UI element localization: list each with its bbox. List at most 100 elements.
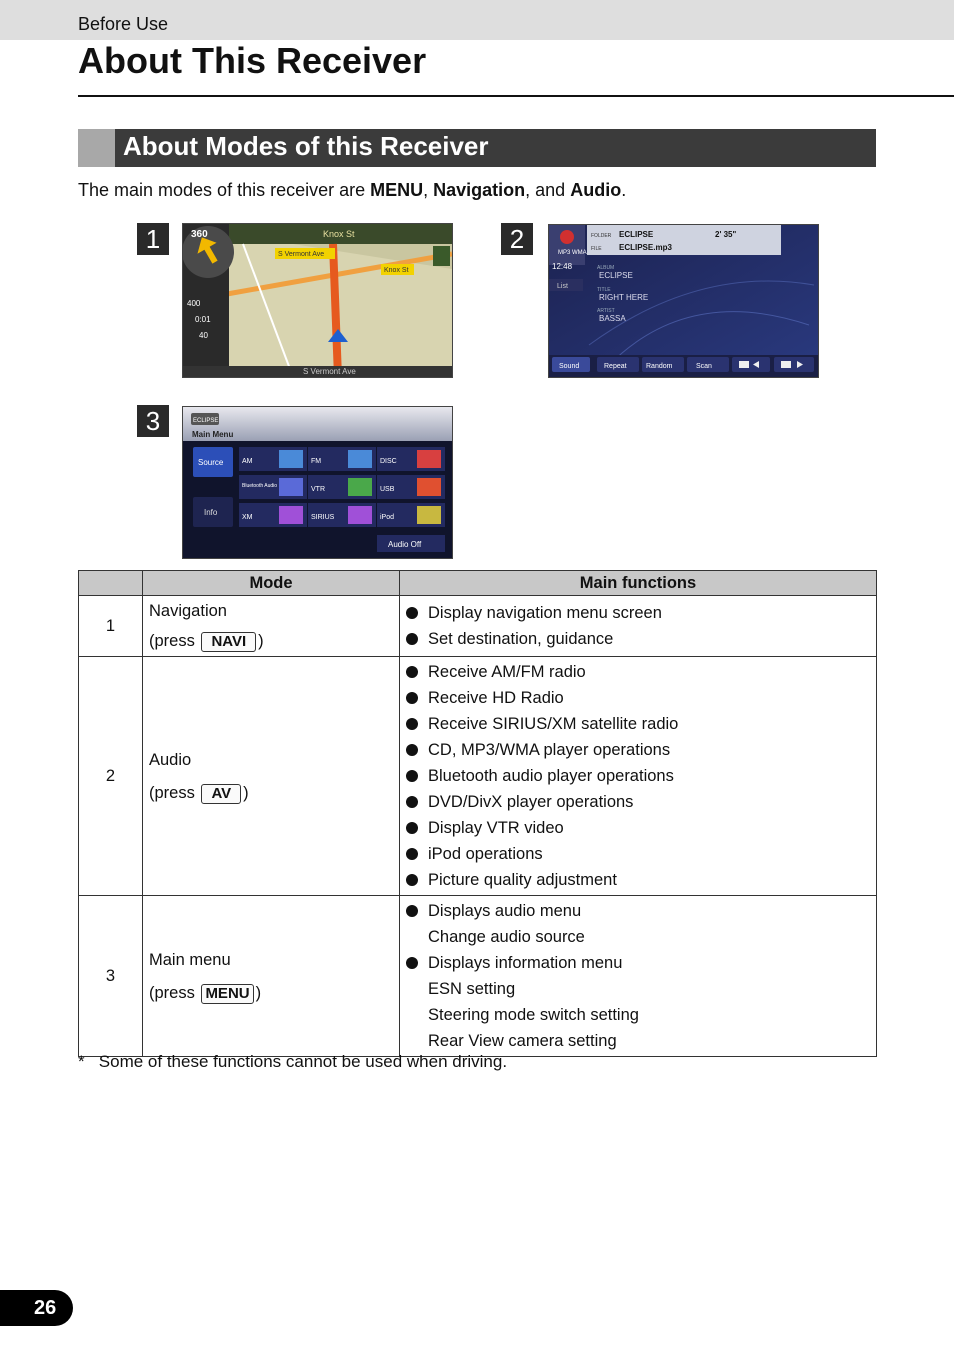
row-mode: Audio (press AV) (142, 656, 400, 896)
audio-sound-button: Sound (559, 363, 579, 370)
bullet-icon (406, 633, 418, 645)
function-item: Displays information menu (406, 950, 876, 976)
mode-name: Navigation (149, 602, 227, 620)
function-item: Display navigation menu screen (406, 600, 876, 626)
nav-street-bottom: S Vermont Ave (303, 367, 356, 376)
folder-prev-icon (739, 361, 749, 368)
audio-clock: 12:48 (552, 262, 573, 271)
bullet-icon (406, 770, 418, 782)
bullet-icon (406, 905, 418, 917)
header-functions: Main functions (399, 570, 877, 596)
table-row: 3 Main menu (press MENU) Displays audio … (78, 895, 877, 1057)
function-subitem: ESN setting (428, 980, 516, 998)
audio-file: ECLIPSE.mp3 (619, 243, 672, 252)
row-mode: Navigation (press NAVI) (142, 595, 400, 657)
row-number: 3 (78, 895, 143, 1057)
mode-press: (press AV) (149, 783, 249, 804)
audio-file-tag: FILE (591, 246, 602, 252)
function-subitem: Change audio source (428, 928, 585, 946)
row-functions: Displays audio menu Change audio source … (399, 895, 877, 1057)
main-menu-screenshot: ECLIPSE Main Menu Source Info AM FM DISC… (182, 406, 453, 559)
table-header-row: Mode Main functions (78, 570, 877, 596)
function-subitem: Steering mode switch setting (428, 1006, 639, 1024)
nav-street-top: Knox St (323, 229, 355, 239)
subsection-banner: About Modes of this Receiver (78, 129, 876, 167)
menu-info: Info (204, 508, 218, 517)
mode-press: (press MENU) (149, 983, 262, 1004)
menu-audio-off: Audio Off (388, 540, 422, 549)
nav-sign-2: Knox St (384, 267, 409, 274)
menu-item-ipod: iPod (380, 514, 394, 521)
prev-arrow-icon (753, 361, 759, 368)
table-row: 2 Audio (press AV) Receive AM/FM radio R… (78, 656, 877, 896)
page-number: 26 (0, 1290, 73, 1326)
screenshot-number-1: 1 (137, 223, 169, 255)
audio-album-tag: ALBUM (597, 265, 614, 271)
sirius-icon (348, 506, 372, 524)
mode-name: Audio (149, 750, 192, 769)
bullet-icon (406, 666, 418, 678)
function-item: Receive AM/FM radio (406, 659, 876, 685)
menu-item-am: AM (242, 458, 253, 465)
xm-icon (279, 506, 303, 524)
menu-item-vtr: VTR (311, 486, 325, 493)
subsection-tab (78, 129, 115, 167)
menu-item-xm: XM (242, 514, 253, 521)
table-row: 1 Navigation (press NAVI) Display naviga… (78, 595, 877, 657)
mode-name: Main menu (149, 950, 231, 969)
audio-random-button: Random (646, 363, 673, 370)
av-key: AV (201, 783, 242, 804)
row-mode: Main menu (press MENU) (142, 895, 400, 1057)
audio-folder: ECLIPSE (619, 230, 654, 239)
function-item: Receive SIRIUS/XM satellite radio (406, 711, 876, 737)
ipod-icon (417, 506, 441, 524)
intro-paragraph: The main modes of this receiver are MENU… (78, 180, 627, 200)
function-item: Display VTR video (406, 815, 876, 841)
navigation-screenshot: 360 Knox St S Vermont Ave Knox St 400 0:… (182, 223, 453, 378)
function-item: Receive HD Radio (406, 685, 876, 711)
audio-artist: BASSA (599, 314, 626, 323)
audio-title-tag: TITLE (597, 287, 611, 293)
function-item: Picture quality adjustment (406, 867, 876, 893)
audio-folder-tag: FOLDER (591, 233, 612, 239)
folder-next-icon (781, 361, 791, 368)
mode-press: (press NAVI) (149, 632, 264, 652)
bullet-icon (406, 692, 418, 704)
nav-time: 0:01 (195, 315, 211, 324)
audio-list: List (557, 283, 568, 290)
audio-scan-button: Scan (696, 363, 712, 370)
bluetooth-icon (279, 478, 303, 496)
bullet-icon (406, 607, 418, 619)
bullet-icon (406, 822, 418, 834)
audio-format: MP3 WMA (558, 250, 587, 256)
row-functions: Receive AM/FM radio Receive HD Radio Rec… (399, 656, 877, 896)
header-number (78, 570, 143, 596)
audio-album: ECLIPSE (599, 271, 633, 280)
function-item: Set destination, guidance (406, 626, 876, 652)
title-divider (78, 95, 954, 97)
audio-screenshot: MP3 WMA 12:48 List FOLDER ECLIPSE FILE E… (548, 224, 819, 378)
menu-heading: Main Menu (192, 430, 233, 439)
bullet-icon (406, 957, 418, 969)
bullet-icon (406, 718, 418, 730)
function-item: Displays audio menu (406, 898, 876, 924)
menu-key: MENU (201, 983, 254, 1004)
footnote: * Some of these functions cannot be used… (78, 1052, 508, 1071)
screenshot-number-3: 3 (137, 405, 169, 437)
audio-title: RIGHT HERE (599, 293, 648, 302)
row-functions: Display navigation menu screen Set desti… (399, 595, 877, 657)
function-item: CD, MP3/WMA player operations (406, 737, 876, 763)
function-item: Bluetooth audio player operations (406, 763, 876, 789)
nav-speed: 40 (199, 331, 208, 340)
audio-repeat-button: Repeat (604, 363, 627, 370)
subsection-title: About Modes of this Receiver (123, 131, 489, 161)
menu-item-fm: FM (311, 458, 321, 465)
audio-elapsed: 2' 35" (715, 230, 736, 239)
menu-item-sirius: SIRIUS (311, 514, 335, 521)
menu-item-usb: USB (380, 486, 395, 493)
disc-icon (417, 450, 441, 468)
row-number: 1 (78, 595, 143, 657)
section-label: Before Use (78, 14, 169, 34)
function-item: iPod operations (406, 841, 876, 867)
am-radio-icon (279, 450, 303, 468)
